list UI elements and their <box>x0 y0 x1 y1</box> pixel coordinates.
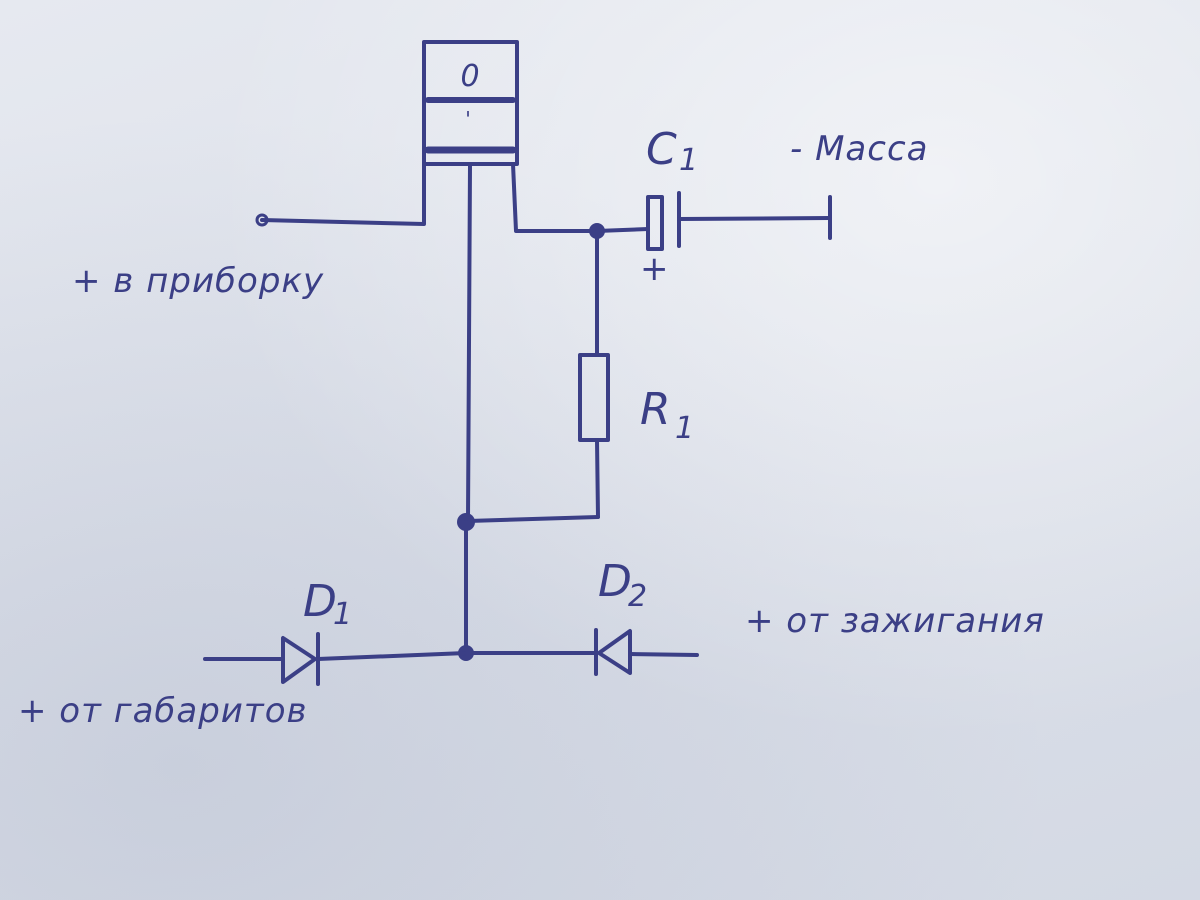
transistor-tick: ' <box>465 107 471 131</box>
label-d1-index: 1 <box>333 597 352 632</box>
label-c1-index: 1 <box>679 143 698 178</box>
resistor-body <box>578 353 610 442</box>
label-c1-letter: C <box>646 124 677 175</box>
transistor: 0 ' <box>422 40 519 166</box>
label-c1-plus: + <box>640 249 670 289</box>
wire-right-lead <box>511 162 599 233</box>
label-r1-letter: R <box>640 384 671 435</box>
diode-d1 <box>203 632 468 686</box>
resistor-r1 <box>466 229 610 523</box>
capacitor-c1 <box>595 191 832 251</box>
diode-d2-triangle <box>597 629 632 675</box>
label-mass: - Масса <box>790 129 928 169</box>
capacitor-positive-plate <box>646 195 664 251</box>
wire-instrument <box>255 158 426 227</box>
label-d2-letter: D <box>598 556 632 607</box>
label-to-instrument: + в приборку <box>72 261 324 301</box>
label-from-markers: + от габаритов <box>18 691 308 731</box>
label-d1-letter: D <box>303 576 337 627</box>
diode-d1-triangle <box>281 636 317 684</box>
transistor-mark: 0 <box>460 59 479 94</box>
diode-d2 <box>464 628 699 676</box>
label-r1-index: 1 <box>675 411 694 446</box>
label-from-ignition: + от зажигания <box>745 601 1045 641</box>
wire-middle-lead <box>466 163 472 522</box>
label-d2-index: 2 <box>628 579 647 614</box>
